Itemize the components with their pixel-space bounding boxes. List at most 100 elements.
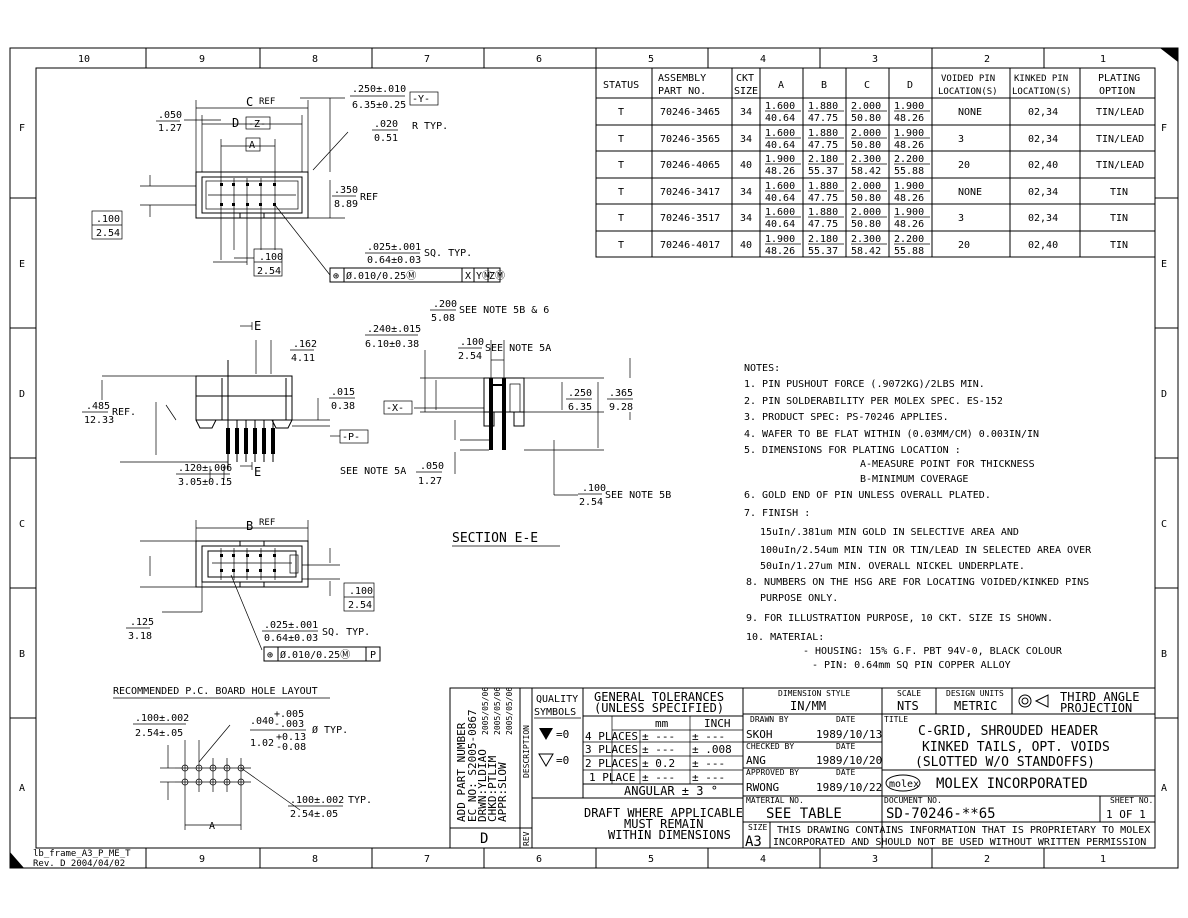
desc-label: DESCRIPTION xyxy=(522,725,531,778)
datum-a: A xyxy=(249,140,255,151)
quality-label: QUALITY xyxy=(536,694,578,705)
table-cell-inch: 2.300 xyxy=(851,234,881,245)
table-cell: 02,34 xyxy=(1028,107,1058,118)
table-cell-mm: 48.26 xyxy=(894,193,924,204)
svg-text:molex: molex xyxy=(889,779,919,790)
molex-logo: molex xyxy=(885,774,921,792)
col-label: 4 xyxy=(760,54,766,65)
table-cell: TIN/LEAD xyxy=(1096,160,1144,171)
table-cell-inch: 1.600 xyxy=(765,181,795,192)
table-cell: 02,34 xyxy=(1028,134,1058,145)
dim-label: .100 xyxy=(460,337,484,348)
rev-description: EC NO: S2005-0867 xyxy=(466,709,479,822)
dim-label: D xyxy=(232,116,239,130)
table-header: SIZE xyxy=(734,86,758,97)
table-cell-inch: 1.900 xyxy=(894,101,924,112)
tol-inch: ± --- xyxy=(692,757,725,770)
table-cell-mm: 47.75 xyxy=(808,140,838,151)
col-label: 2 xyxy=(984,854,990,865)
dim-label: Ø TYP. xyxy=(312,724,348,736)
dim-label: 2.54±.05 xyxy=(135,728,183,739)
dim-label: B xyxy=(246,519,253,533)
position-icon: ⊕ xyxy=(333,271,339,282)
col-label: 4 xyxy=(760,854,766,865)
dim-label: .100±.002 xyxy=(135,713,189,724)
col-label: 3 xyxy=(872,854,878,865)
rev-label: REV xyxy=(522,831,531,846)
dim-label: 2.54 xyxy=(96,228,120,239)
gen-tol-subtitle: (UNLESS SPECIFIED) xyxy=(594,701,724,715)
dim-label: .120±.006 xyxy=(178,463,232,474)
quality-value: =0 xyxy=(556,728,569,741)
drawing-title: (SLOTTED W/O STANDOFFS) xyxy=(915,755,1095,770)
col-label: 9 xyxy=(199,54,205,65)
dim-label: -0.08 xyxy=(276,742,306,753)
note-line: 100uIn/2.54um MIN TIN OR TIN/LEAD IN SEL… xyxy=(760,545,1092,556)
tol-row-label: 1 PLACE xyxy=(589,771,635,784)
table-cell: T xyxy=(618,240,624,251)
tol-mm: ± --- xyxy=(642,771,675,784)
tol-inch: ± --- xyxy=(692,730,725,743)
note-line: A-MEASURE POINT FOR THICKNESS xyxy=(860,459,1035,470)
table-cell: 70246-3565 xyxy=(660,134,720,145)
col-label: 6 xyxy=(536,54,542,65)
drawing-title: C-GRID, SHROUDED HEADER xyxy=(918,724,1098,739)
tol-inch: ± --- xyxy=(692,771,725,784)
dim-label: 2.54 xyxy=(458,351,482,362)
fcf-tolerance: Ø.010/0.25Ⓜ xyxy=(346,270,416,282)
table-cell: T xyxy=(618,187,624,198)
table-cell-inch: 2.000 xyxy=(851,128,881,139)
dim-label: SQ. TYP. xyxy=(322,627,370,638)
feature-control-frame: ⊕ Ø.010/0.25Ⓜ P xyxy=(263,646,381,662)
draft-note: MUST REMAIN xyxy=(624,817,703,831)
note-line: 1. PIN PUSHOUT FORCE (.9072KG)/2LBS MIN. xyxy=(744,379,985,390)
drawing-title: KINKED TAILS, OPT. VOIDS xyxy=(922,740,1110,755)
table-cell: T xyxy=(618,160,624,171)
table-cell: 40 xyxy=(740,160,752,171)
col-label: 3 xyxy=(872,54,878,65)
tol-mm: ± --- xyxy=(642,730,675,743)
table-cell-mm: 48.26 xyxy=(894,219,924,230)
feature-control-frame: ⊕ Ø.010/0.25Ⓜ X YⓂ ZⓂ xyxy=(329,267,505,283)
table-cell: 20 xyxy=(958,160,970,171)
row-label: B xyxy=(1161,649,1167,660)
note-line: 2. PIN SOLDERABILITY PER MOLEX SPEC. ES-… xyxy=(744,396,1003,407)
checked-date: 1989/10/20 xyxy=(816,754,882,767)
dim-label: .015 xyxy=(331,387,355,398)
dim-label: SEE NOTE 5B & 6 xyxy=(459,305,549,316)
dim-label: .100 xyxy=(349,586,373,597)
table-cell: 70246-3517 xyxy=(660,213,720,224)
symbols-label: SYMBOLS xyxy=(534,707,576,718)
dim-style-label: DIMENSION STYLE xyxy=(778,689,850,698)
table-cell: 34 xyxy=(740,134,752,145)
dim-label: REF xyxy=(360,192,378,203)
table-cell-mm: 50.80 xyxy=(851,219,881,230)
col-label: 7 xyxy=(424,54,430,65)
table-header: PART NO. xyxy=(658,86,706,97)
dim-label: .162 xyxy=(293,339,317,350)
table-cell: T xyxy=(618,134,624,145)
document-no-label: DOCUMENT NO. xyxy=(884,796,942,805)
table-cell-mm: 58.42 xyxy=(851,166,881,177)
row-label: C xyxy=(1161,519,1167,530)
table-header: C xyxy=(864,80,870,91)
dim-label: .100 xyxy=(96,214,120,225)
table-cell: 70246-3417 xyxy=(660,187,720,198)
row-label: E xyxy=(19,259,25,270)
table-header: A xyxy=(778,80,784,91)
projection-label: THIRD ANGLE xyxy=(1060,690,1139,704)
col-label: 9 xyxy=(199,854,205,865)
dim-label: 2.54 xyxy=(579,497,603,508)
table-cell-inch: 2.000 xyxy=(851,101,881,112)
date-label: DATE xyxy=(836,768,855,777)
sheet-no-label: SHEET NO. xyxy=(1110,796,1153,805)
col-label: 8 xyxy=(312,54,318,65)
table-cell-mm: 48.26 xyxy=(894,140,924,151)
dim-label: .050 xyxy=(158,110,182,121)
table-cell-mm: 40.64 xyxy=(765,113,795,124)
fcf-tolerance: Ø.010/0.25Ⓜ xyxy=(280,649,350,661)
draft-note: WITHIN DIMENSIONS xyxy=(608,828,731,842)
dim-label: TYP. xyxy=(348,795,372,806)
dim-label: .200 xyxy=(433,299,457,310)
